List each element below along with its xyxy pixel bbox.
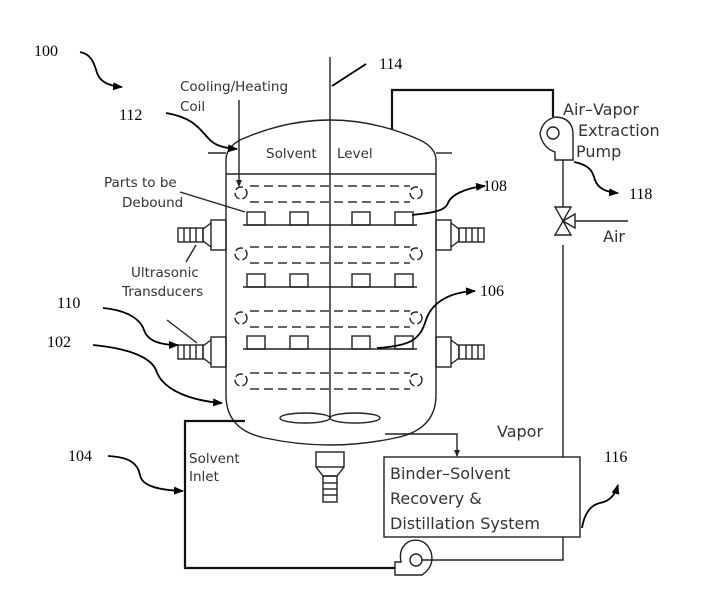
ultrasonic-transducer-left-lower [177,336,227,368]
leader-110 [102,307,179,349]
ref-100: 100 [34,43,58,60]
impeller-blade-left [279,412,331,424]
ref-114: 114 [379,56,402,73]
vessel [208,119,452,446]
transducers-label-1: Ultrasonic [131,265,199,281]
parts-rack-lower [243,335,417,350]
ref-102: 102 [47,334,71,351]
parts-leader-line [179,191,246,213]
recovery-to-pump-pipe [422,537,564,561]
ref-106: 106 [480,283,504,300]
vessel-outlet-pipe [385,433,460,457]
pump-label-1: Air–Vapor [563,100,639,119]
leader-112 [165,112,238,153]
solvent-level-label-1: Solvent [266,146,317,162]
parts-rack-upper [243,211,417,226]
leader-108 [411,182,486,216]
bottom-drain [315,451,345,503]
recovery-distillation-box [383,456,581,538]
solvent-level-label-2: Level [337,146,373,162]
parts-label-2: Debound [122,195,183,211]
ref-112: 112 [119,107,142,124]
ultrasonic-transducer-left-upper [177,219,227,251]
impeller-blade-right [329,412,381,424]
leader-102 [92,344,223,407]
recovery-label-1: Binder–Solvent [390,464,510,483]
leader-118 [573,161,619,197]
ref-118: 118 [629,186,652,203]
recovery-label-3: Distillation System [390,514,540,533]
leader-114 [331,63,367,87]
recovery-label-2: Recovery & [390,489,482,508]
parts-label-1: Parts to be [104,175,177,191]
leader-106 [376,287,476,349]
ref-110: 110 [57,295,80,312]
solvent-recirculation-pump [394,539,433,576]
ultrasonic-transducer-right-lower [435,336,485,368]
vapor-label: Vapor [497,422,543,441]
ref-116: 116 [604,449,627,466]
pump-label-2: Extraction [578,121,660,140]
air-label: Air [603,227,625,246]
three-way-valve [553,206,628,236]
air-vapor-extraction-pump [539,116,574,161]
transducers-label-2: Transducers [121,284,203,300]
ultrasonic-transducer-right-upper [435,219,485,251]
parts-rack-middle [243,273,417,288]
inlet-label-1: Solvent [189,451,240,467]
leader-104 [107,455,184,495]
inlet-label-2: Inlet [189,469,219,485]
vapor-extraction-pipe [390,88,555,130]
pump-label-3: Pump [576,142,621,161]
transducer-leader-lower [166,319,198,344]
coil-label-1: Cooling/Heating [180,79,288,95]
transducer-leader-upper [185,244,197,263]
coil-label-2: Coil [180,99,205,115]
ref-104: 104 [68,448,92,465]
solvent-inlet-pipe [183,419,395,570]
leader-100 [79,51,123,91]
ref-108: 108 [483,178,507,195]
cooling-heating-coil [234,185,423,390]
leader-116 [581,484,620,529]
